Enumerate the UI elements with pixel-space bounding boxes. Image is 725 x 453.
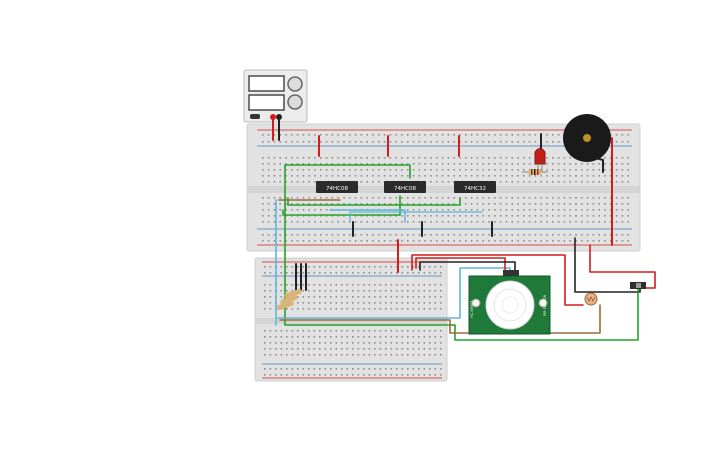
resistor-led-band-2 <box>534 169 536 175</box>
breadboard-main-trench <box>247 186 640 193</box>
wire-green-and-link[interactable] <box>282 195 401 216</box>
chip-3-label: 74HC32 <box>464 186 486 192</box>
breadboard-secondary-trench <box>255 318 447 324</box>
wire-blue-pir[interactable] <box>277 267 511 319</box>
photoresistor-body <box>584 292 598 306</box>
pir-header <box>503 270 519 276</box>
resistor-led[interactable] <box>522 169 548 175</box>
wire-black-pir-gnd[interactable] <box>419 261 516 273</box>
chip-1[interactable]: 74HC08 <box>316 181 358 193</box>
pir-pot-left[interactable] <box>471 298 481 308</box>
pir-dome-ring <box>493 288 527 322</box>
slide-switch[interactable] <box>630 282 646 289</box>
current-display <box>248 94 285 111</box>
pir-dome-inner <box>501 296 519 314</box>
photoresistor-track <box>586 296 596 302</box>
wire-red-pir-vcc[interactable] <box>415 257 506 273</box>
resistor-led-band-1 <box>531 169 533 175</box>
wire-green-inputs[interactable] <box>287 197 461 206</box>
power-supply <box>243 69 308 123</box>
wire-red-switch[interactable] <box>589 244 656 289</box>
current-knob[interactable] <box>287 94 303 110</box>
pir-pot-right[interactable] <box>538 298 548 308</box>
chip-3-body <box>454 181 496 193</box>
voltage-display <box>248 75 285 92</box>
resistor-b <box>280 294 298 304</box>
pir-dome <box>485 280 535 330</box>
wire-blue-chip2[interactable] <box>329 209 406 223</box>
wire-green-long[interactable] <box>284 164 639 341</box>
piezo-buzzer[interactable] <box>563 114 611 162</box>
photoresistor[interactable] <box>584 292 598 306</box>
resistor-led-band-3 <box>537 169 539 175</box>
breadboard-main-holes <box>262 134 629 242</box>
chip-2-label: 74HC08 <box>394 186 416 192</box>
led-body <box>534 148 546 165</box>
resistor-a <box>284 288 302 298</box>
buzzer-center <box>583 134 591 142</box>
chip-2-body <box>384 181 426 193</box>
pir-sensor[interactable]: HC-SR501 PIR SENSOR <box>468 270 551 335</box>
chip-3[interactable]: 74HC32 <box>454 181 496 193</box>
power-switch[interactable] <box>250 114 260 119</box>
wires <box>272 116 656 341</box>
chip-2[interactable]: 74HC08 <box>384 181 426 193</box>
wire-blue-chip3[interactable] <box>349 211 483 223</box>
resistor-c <box>276 300 294 310</box>
chip-1-label: 74HC08 <box>326 186 348 192</box>
switch-knob[interactable] <box>636 283 641 288</box>
resistor-group[interactable] <box>276 288 303 310</box>
wire-brown-ldr[interactable] <box>279 304 601 334</box>
wire-red-ldr[interactable] <box>411 254 584 306</box>
chip-1-body <box>316 181 358 193</box>
pir-left-label: HC-SR501 <box>470 300 474 318</box>
voltage-knob[interactable] <box>287 76 303 92</box>
pir-right-label: PIR SENSOR <box>543 294 547 316</box>
